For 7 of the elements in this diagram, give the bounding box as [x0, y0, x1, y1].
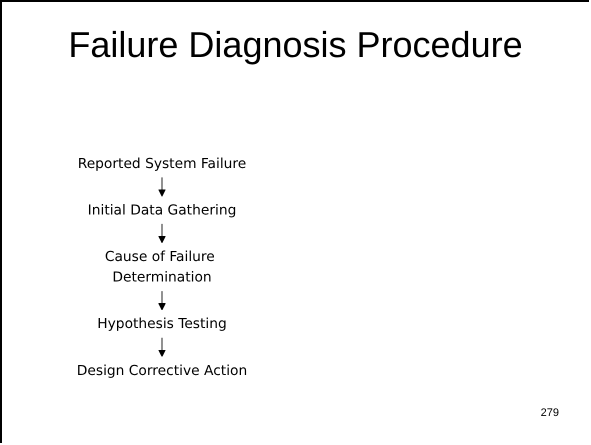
slide-title: Failure Diagnosis Procedure — [67, 24, 524, 66]
step-text: Cause of Failure Determination — [104, 248, 215, 286]
step-text: Reported System Failure — [78, 154, 246, 172]
step-text: Design Corrective Action — [76, 362, 248, 378]
step-text: Hypothesis Testing — [97, 315, 227, 332]
page-number: 279 — [540, 407, 559, 419]
step-text: Initial Data Gathering — [88, 201, 236, 218]
